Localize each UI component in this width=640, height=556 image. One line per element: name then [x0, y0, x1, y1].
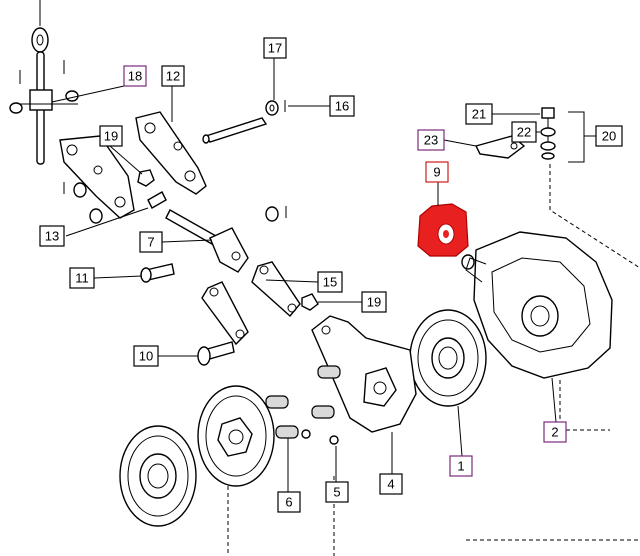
label-22[interactable]: 22 [511, 121, 537, 143]
part-5-balls[interactable] [301, 429, 339, 445]
part-10-bolt[interactable] [197, 341, 235, 366]
svg-text:19: 19 [104, 129, 118, 144]
label-21[interactable]: 21 [465, 103, 493, 125]
part-6-springs[interactable] [265, 365, 341, 439]
label-17[interactable]: 17 [263, 37, 287, 59]
svg-text:19: 19 [367, 295, 381, 310]
svg-text:6: 6 [285, 495, 292, 510]
svg-text:15: 15 [323, 275, 337, 290]
part-7-shaft-fork[interactable] [147, 191, 249, 273]
svg-text:23: 23 [424, 133, 438, 148]
part-22-washer[interactable] [540, 127, 556, 160]
svg-text:18: 18 [128, 69, 142, 84]
svg-text:16: 16 [335, 99, 349, 114]
svg-text:22: 22 [517, 125, 531, 140]
left-friction-disc[interactable] [119, 425, 197, 527]
label-5[interactable]: 5 [325, 481, 349, 503]
svg-text:17: 17 [268, 41, 282, 56]
part-1-friction-disc[interactable] [409, 309, 487, 407]
part-12-plate[interactable] [135, 111, 207, 195]
svg-text:12: 12 [166, 69, 180, 84]
label-10[interactable]: 10 [133, 345, 159, 367]
svg-text:7: 7 [147, 235, 154, 250]
label-13[interactable]: 13 [39, 225, 65, 247]
leader-lines [51, 58, 596, 492]
part-13-plate[interactable] [59, 135, 135, 219]
svg-text:20: 20 [602, 129, 616, 144]
label-12[interactable]: 12 [161, 65, 185, 87]
part-17-washer[interactable] [265, 100, 286, 116]
label-19-upper[interactable]: 19 [99, 125, 123, 147]
svg-text:21: 21 [472, 107, 486, 122]
part-15-links[interactable] [201, 261, 301, 346]
label-20[interactable]: 20 [595, 125, 623, 147]
label-7[interactable]: 7 [139, 231, 163, 253]
part-2-housing[interactable] [465, 231, 613, 379]
label-6[interactable]: 6 [277, 491, 301, 513]
label-1[interactable]: 1 [449, 455, 473, 477]
svg-text:9: 9 [433, 165, 440, 180]
svg-text:5: 5 [333, 485, 340, 500]
part-11-pin[interactable] [140, 263, 175, 283]
label-4[interactable]: 4 [379, 473, 403, 495]
label-9[interactable]: 9 [425, 161, 449, 183]
svg-text:4: 4 [387, 477, 394, 492]
svg-text:10: 10 [139, 349, 153, 364]
label-23[interactable]: 23 [417, 129, 445, 151]
svg-text:13: 13 [45, 229, 59, 244]
center-pressure-disc[interactable] [197, 385, 275, 487]
part-19-nut-lower[interactable] [301, 293, 319, 311]
label-16[interactable]: 16 [329, 95, 355, 117]
label-15[interactable]: 15 [317, 271, 343, 293]
label-18[interactable]: 18 [123, 65, 147, 87]
part-18-rod-assembly[interactable] [9, 0, 79, 165]
part-4-pressure-plate[interactable] [311, 315, 417, 433]
svg-text:1: 1 [457, 459, 464, 474]
label-19-lower[interactable]: 19 [361, 291, 387, 313]
part-16-pin[interactable] [202, 117, 268, 144]
label-11[interactable]: 11 [69, 267, 95, 289]
part-9-bracket-highlighted[interactable] [417, 203, 475, 270]
svg-text:2: 2 [551, 425, 558, 440]
washer-group-left [63, 182, 287, 224]
label-2[interactable]: 2 [543, 421, 567, 443]
svg-text:11: 11 [75, 271, 89, 286]
